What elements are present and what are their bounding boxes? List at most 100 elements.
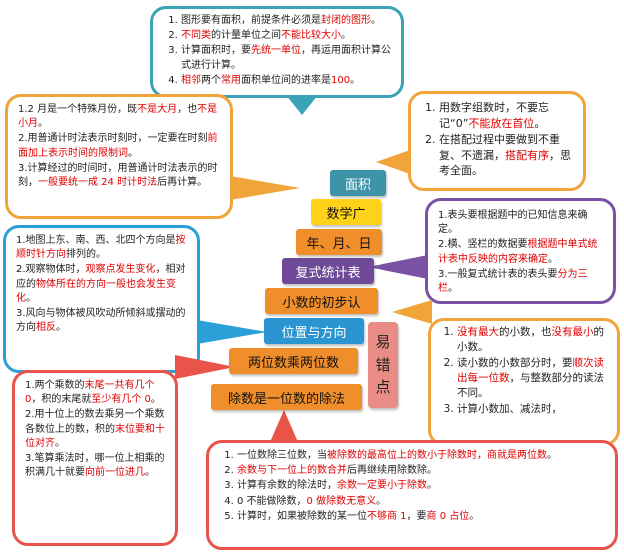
- callout-text: 一位数除三位数，当: [237, 450, 327, 461]
- callout-text: 1.地图上东、南、西、北四个方向是: [16, 235, 176, 246]
- callout-text: ，思考全面。: [439, 148, 571, 178]
- highlight-text: 相邻: [181, 74, 201, 86]
- callout-text: 2.观察物体时，: [16, 264, 86, 276]
- callout-text: 。: [56, 322, 66, 334]
- highlight-text: 100: [331, 74, 351, 86]
- highlight-text: 前面加上表示时间的限制词: [18, 133, 218, 159]
- bottom-callout: 一位数除三位数，当被除数的最高位上的数小于除数时，商就是两位数。余数与下一位上的…: [206, 440, 618, 550]
- bar-decimal: 小数的初步认: [265, 288, 378, 314]
- callout-text: 图形要有面积，前提条件必须是: [181, 15, 321, 26]
- highlight-text: 余数一定要小于除数: [337, 480, 427, 492]
- callout-text: 3.一般复式统计表的表头要: [438, 268, 558, 280]
- callout-text: 。: [371, 15, 381, 26]
- right-top-callout-list: 用数字组数时，不要忘记“0”不能放在首位。在搭配过程中要做到不重复、不遗漏，搭配…: [419, 100, 575, 179]
- callout-text: 。: [376, 495, 387, 507]
- callout-text: 。: [38, 118, 48, 130]
- callout-text: ，也: [177, 104, 198, 115]
- highlight-text: 根据题中单式统计表中反映的内容来确定: [438, 239, 598, 265]
- bottom-callout-list: 一位数除三位数，当被除数的最高位上的数小于除数时，商就是两位数。余数与下一位上的…: [217, 449, 607, 524]
- callout-item: 2.横、竖栏的数据要根据题中单式统计表中反映的内容来确定。: [438, 238, 605, 266]
- highlight-text: 顺次读出每一位数: [457, 356, 604, 384]
- bar-year-month-day: 年、月、日: [296, 229, 382, 255]
- callout-text: 读小数的小数部分时，要: [457, 356, 573, 369]
- callout-item: 0 不能做除数，0 做除数无意义。: [237, 495, 607, 509]
- callout-text: 排列的。: [66, 249, 106, 261]
- left-low-callout: 1.两个乘数的末尾一共有几个 0，积的末尾就至少有几个 0。2.用十位上的数去乘…: [12, 370, 178, 546]
- highlight-text: 观察点发生变化: [85, 264, 156, 276]
- callout-text: 的小数，也: [499, 326, 552, 338]
- highlight-text: 0 做除数无意义: [306, 495, 377, 507]
- callout-text: 面积单位间的进率是: [241, 74, 331, 86]
- highlight-text: 向前一位进几: [85, 467, 145, 479]
- callout-text: 。: [548, 253, 558, 265]
- callout-text: 用数字组数时，不要忘记“0”: [439, 101, 549, 130]
- right-mid-callout: 1.表头要根据题中的已知信息来确定。2.横、竖栏的数据要根据题中单式统计表中反映…: [425, 198, 616, 304]
- callout-text: ，与整数部分的读法不同。: [457, 371, 604, 399]
- callout-item: 1.2 月是一个特殊月份，既不是大月，也不是小月。: [18, 103, 222, 131]
- right-low-callout: 没有最大的小数，也没有最小的小数。读小数的小数部分时，要顺次读出每一位数，与整数…: [428, 318, 620, 446]
- callout-text: 。: [534, 116, 546, 130]
- callout-item: 2.观察物体时，观察点发生变化，相对应的物体所在的方向一般也会发生变化。: [16, 263, 189, 306]
- callout-item: 用数字组数时，不要忘记“0”不能放在首位。: [439, 100, 575, 131]
- callout-item: 计算小数加、减法时，: [457, 402, 609, 417]
- highlight-text: 封闭的图形: [321, 15, 371, 26]
- top-callout-list: 图形要有面积，前提条件必须是封闭的图形。不同类的计量单位之间不能比较大小。计算面…: [161, 14, 393, 88]
- highlight-text: 不能放在首位: [468, 116, 535, 130]
- right-top-callout: 用数字组数时，不要忘记“0”不能放在首位。在搭配过程中要做到不重复、不遗漏，搭配…: [408, 91, 586, 191]
- callout-text: 。: [150, 394, 161, 406]
- callout-item: 读小数的小数部分时，要顺次读出每一位数，与整数部分的读法不同。: [457, 356, 609, 401]
- callout-text: ，积的末尾就: [31, 394, 92, 406]
- side-label-char-3: 点: [375, 378, 391, 397]
- bar-division: 除数是一位数的除法: [211, 384, 362, 410]
- callout-text: 计算小数加、减法时，: [457, 402, 562, 415]
- bar-area: 面积: [330, 170, 386, 196]
- callout-text: 。: [128, 147, 138, 159]
- callout-item: 1.表头要根据题中的已知信息来确定。: [438, 209, 605, 237]
- callout-text: 。: [26, 292, 36, 304]
- callout-item: 3.计算经过的时间时，用普通计时法表示的时刻，一般要统一成 24 时计时法后再计…: [18, 162, 222, 190]
- bar-stats-table: 复式统计表: [282, 258, 374, 284]
- highlight-text: 不够商 1: [367, 510, 407, 522]
- left-top-callout: 1.2 月是一个特殊月份，既不是大月，也不是小月。 2.用普通计时法表示时刻时，一…: [5, 94, 233, 219]
- highlight-text: 不能比较大小: [281, 30, 341, 42]
- callout-item: 3.笔算乘法时，哪一位上相乘的积满几十就要向前一位进几。: [25, 452, 167, 480]
- callout-text: 3.笔算乘法时，哪一位上相乘的积满几十就要: [25, 452, 165, 479]
- callout-text: ，再运用面积计算公式进行计算。: [181, 45, 391, 71]
- callout-text: 3.风向与物体被风吹动所倾斜或摆动的方向: [16, 307, 186, 334]
- callout-text: 0 不能做除数，: [237, 495, 307, 507]
- highlight-text: 先统一单位: [251, 45, 301, 57]
- highlight-text: 末尾一共有几个 0: [25, 380, 155, 406]
- side-label-char-1: 易: [375, 333, 391, 352]
- right-mid-callout-tail: [368, 255, 428, 279]
- callout-text: 1.两个乘数的: [25, 380, 85, 391]
- callout-item: 余数与下一位上的数合并后再继续用除数除。: [237, 464, 607, 478]
- callout-text: 两个: [201, 74, 221, 86]
- callout-item: 计算有余数的除法时，余数一定要小于除数。: [237, 479, 607, 493]
- callout-item: 计算时，如果被除数的某一位不够商 1，要商 0 占位。: [237, 510, 607, 524]
- highlight-text: 一般要统一成 24 时计时法: [38, 176, 158, 188]
- callout-text: 。: [145, 467, 155, 479]
- callout-item: 一位数除三位数，当被除数的最高位上的数小于除数时，商就是两位数。: [237, 449, 607, 463]
- highlight-text: 不是大月: [137, 104, 178, 115]
- highlight-text: 商 0 占位: [426, 510, 470, 522]
- callout-item: 2.用十位上的数去乘另一个乘数各数位上的数，积的末位要和十位对齐。: [25, 408, 167, 451]
- callout-text: ，要: [406, 510, 427, 522]
- callout-text: 2.用普通计时法表示时刻时，一定要在时刻: [18, 133, 208, 145]
- left-mid-callout-tail: [197, 320, 267, 344]
- bar-multiplication: 两位数乘两位数: [229, 348, 358, 374]
- highlight-text: 不是小月: [18, 104, 218, 130]
- callout-text: 。: [469, 510, 480, 522]
- highlight-text: 搭配有序: [505, 148, 549, 162]
- highlight-text: 末位要和十位对齐: [25, 423, 165, 449]
- highlight-text: 常用: [221, 74, 241, 86]
- callout-item: 计算面积时，要先统一单位，再运用面积计算公式进行计算。: [181, 44, 393, 72]
- left-low-callout-list: 1.两个乘数的末尾一共有几个 0，积的末尾就至少有几个 0。2.用十位上的数去乘…: [25, 379, 167, 480]
- highlight-text: 分为三栏: [438, 268, 588, 294]
- highlight-text: 不同类: [181, 30, 211, 42]
- bar-position: 位置与方向: [264, 318, 364, 344]
- callout-item: 没有最大的小数，也没有最小的小数。: [457, 325, 609, 355]
- highlight-text: 被除数的最高位上的数小于除数时，商就是两位数: [327, 450, 547, 461]
- callout-item: 不同类的计量单位之间不能比较大小。: [181, 29, 393, 43]
- side-label-char-2: 错: [375, 355, 391, 374]
- left-top-callout-list: 1.2 月是一个特殊月份，既不是大月，也不是小月。 2.用普通计时法表示时刻时，一…: [18, 103, 222, 190]
